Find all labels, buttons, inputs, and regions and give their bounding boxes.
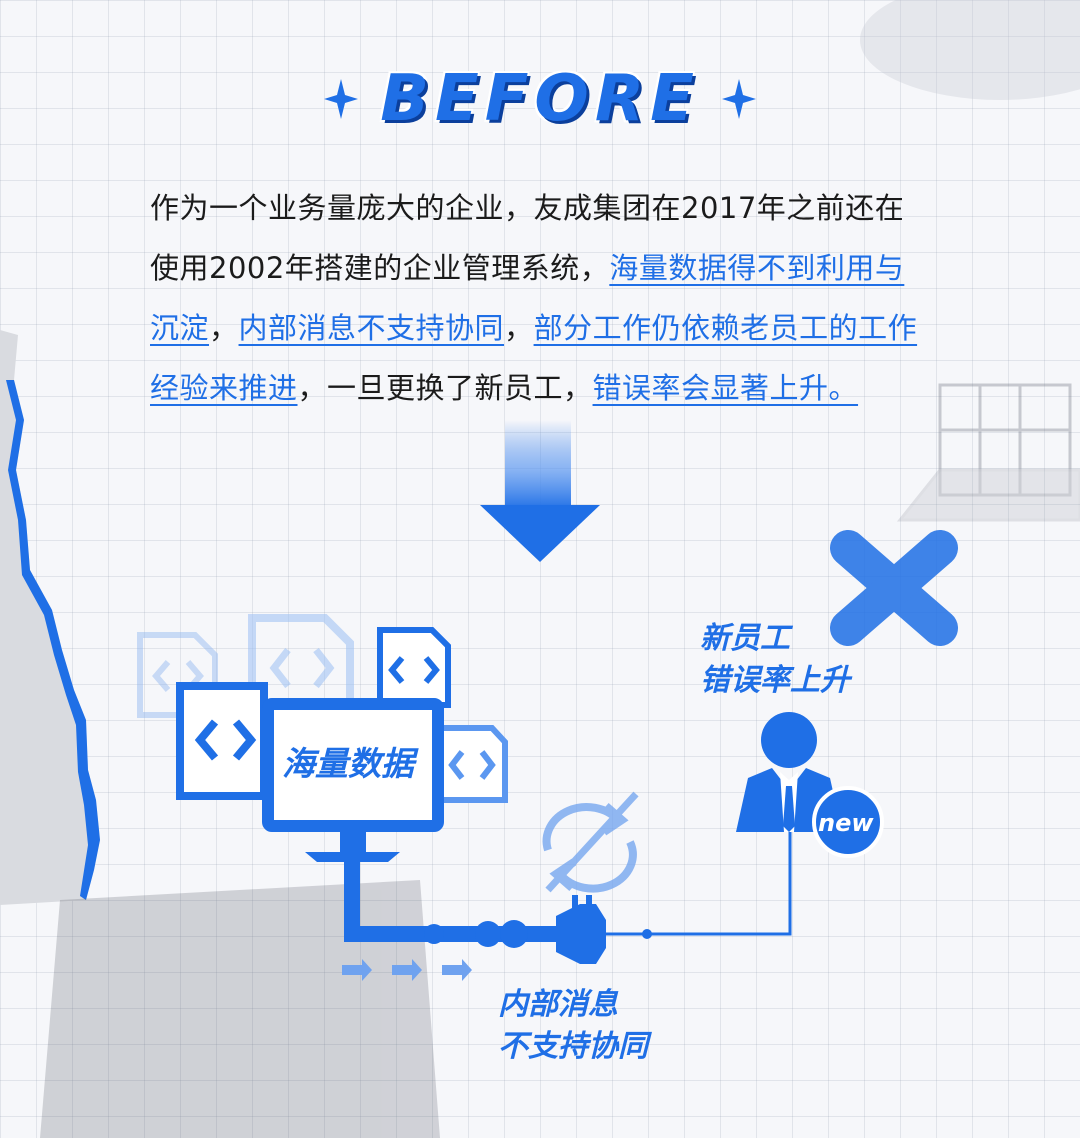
employee-label-line1: 新员工 — [700, 621, 790, 656]
paragraph-text: ， — [504, 311, 534, 345]
down-arrow-icon — [480, 420, 600, 562]
monitor-label: 海量数据 — [282, 744, 414, 783]
message-label-line1: 内部消息 — [498, 987, 618, 1022]
plug-icon — [556, 895, 606, 964]
code-file-icon — [176, 682, 268, 800]
code-file-icon — [437, 725, 508, 803]
paragraph-text: ，一旦更换了新员工， — [297, 371, 593, 405]
sparkle-icon — [722, 79, 757, 119]
employee-label-line2: 错误率上升 — [700, 663, 850, 698]
title-row: BEFORE — [0, 62, 1080, 136]
code-file-icon — [377, 627, 451, 708]
sparkle-icon — [323, 79, 358, 119]
highlight-data: 海量数据得不到利用与沉淀 — [150, 251, 905, 345]
paragraph-text: ， — [209, 311, 239, 345]
intro-paragraph: 作为一个业务量庞大的企业，友成集团在2017年之前还在使用2002年搭建的企业管… — [150, 178, 930, 418]
monitor-icon — [262, 698, 444, 862]
new-badge: new — [818, 809, 874, 837]
paragraph-text: 作为一个业务量庞大的企业，友成集团在2017年之前还在使用2002年搭建的企业管… — [150, 191, 905, 285]
highlight-messages: 内部消息不支持协同 — [238, 311, 505, 345]
highlight-error-rate: 错误率会显著上升。 — [592, 371, 859, 405]
message-label-line2: 不支持协同 — [498, 1029, 648, 1064]
right-arrow-icon — [342, 959, 472, 981]
cross-icon — [830, 530, 958, 646]
highlight-experience: 部分工作仍依赖老员工的工作经验来推进 — [150, 311, 918, 405]
page-title: BEFORE — [380, 62, 700, 136]
sync-disabled-icon — [542, 791, 639, 893]
